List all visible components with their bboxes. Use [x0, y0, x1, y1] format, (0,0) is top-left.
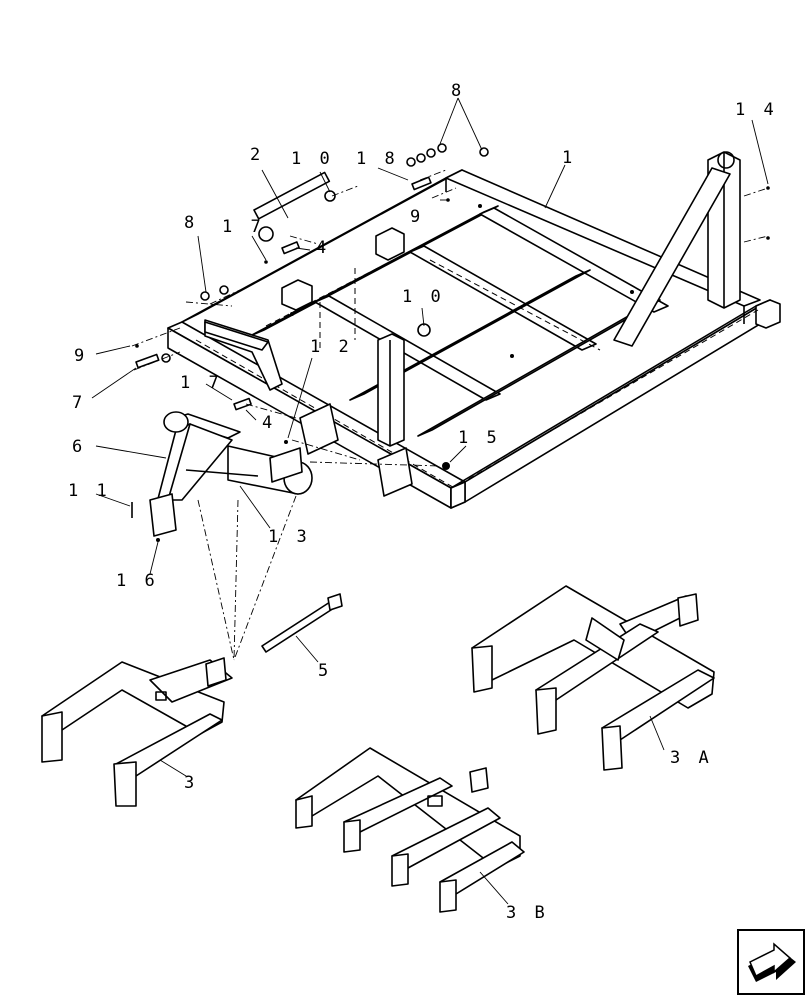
callout-17-lower: 1 7	[180, 373, 223, 393]
callout-18: 1 8	[356, 149, 399, 169]
main-frame	[167, 151, 781, 509]
shank-assembly-3	[41, 657, 233, 807]
callout-10-top: 1 0	[291, 149, 334, 169]
callout-17-upper: 1 7	[222, 217, 265, 237]
callout-4-upper: 4	[316, 238, 330, 258]
hitch-assembly	[149, 411, 313, 537]
shank-assembly-3b	[295, 747, 525, 913]
callout-12: 1 2	[310, 337, 353, 357]
callout-3: 3	[184, 773, 198, 793]
callout-13: 1 3	[268, 527, 311, 547]
callout-1: 1	[562, 148, 576, 168]
callout-11: 1 1	[68, 481, 111, 501]
callout-5: 5	[318, 661, 332, 681]
assembly-lines	[131, 169, 769, 661]
next-page-arrow-icon[interactable]	[737, 929, 805, 995]
callout-9-left: 9	[74, 346, 88, 366]
callout-8-top: 8	[451, 81, 465, 101]
hardware	[131, 143, 770, 542]
callout-labels: 1 2 3 3 A 3 B 4 4 5 6 7 8 8 9 9 1 0 1 0 …	[68, 81, 778, 923]
callout-3b: 3 B	[506, 903, 549, 923]
callout-2: 2	[250, 145, 264, 165]
shank-assembly-3a	[471, 585, 715, 771]
callout-7: 7	[72, 393, 86, 413]
callout-4-lower: 4	[262, 413, 276, 433]
leader-lines	[91, 97, 769, 905]
pin-part-5	[261, 593, 343, 653]
callout-14: 1 4	[735, 100, 778, 120]
callout-10-mid: 1 0	[402, 287, 445, 307]
callout-9-top: 9	[410, 207, 424, 227]
callout-8-left: 8	[184, 213, 198, 233]
callout-3a: 3 A	[670, 748, 713, 768]
callout-16: 1 6	[116, 571, 159, 591]
callout-15: 1 5	[458, 428, 501, 448]
callout-6: 6	[72, 437, 86, 457]
